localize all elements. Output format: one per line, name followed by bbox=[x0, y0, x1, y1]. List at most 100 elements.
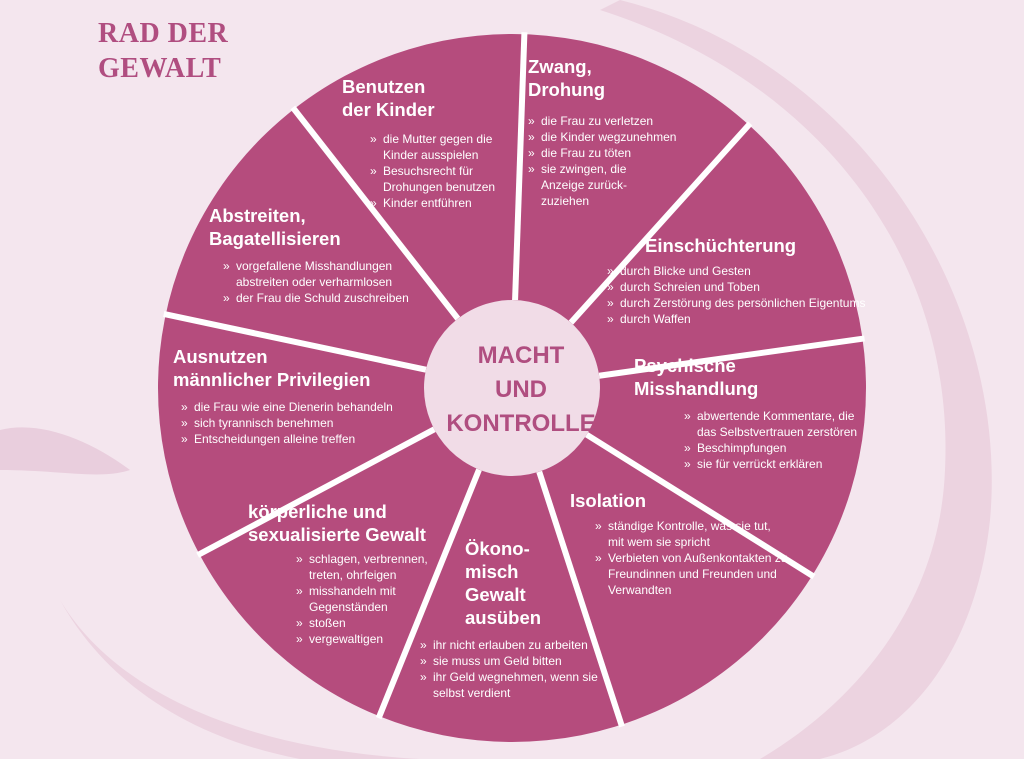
segment-divider bbox=[196, 426, 436, 558]
item-line: sie muss um Geld bitten bbox=[433, 654, 562, 668]
list-item: die Frau wie eine Dienerin behandeln bbox=[181, 399, 393, 415]
center-line: UND bbox=[495, 376, 547, 403]
segment-heading: Ausnutzen männlicher Privilegien bbox=[173, 345, 393, 391]
segment-heading: Psychische Misshandlung bbox=[634, 354, 857, 400]
item-line: Freundinnen und Freunden und bbox=[608, 567, 777, 581]
segment-list: durch Blicke und Gesten durch Schreien u… bbox=[607, 263, 865, 327]
segment-oekonomische-gewalt: Ökono- misch Gewalt ausüben ihr nicht er… bbox=[420, 537, 598, 701]
segment-list: schlagen, verbrennen, treten, ohrfeigen … bbox=[296, 551, 428, 647]
item-line: zuziehen bbox=[541, 194, 590, 208]
item-line: misshandeln mit bbox=[309, 584, 396, 598]
segment-divider bbox=[512, 32, 528, 301]
segment-divider bbox=[536, 470, 625, 728]
item-line: sich tyrannisch benehmen bbox=[194, 416, 334, 430]
segment-list: ihr nicht erlauben zu arbeiten sie muss … bbox=[420, 637, 598, 701]
segment-heading: Einschüchterung bbox=[607, 234, 865, 257]
heading-line: Abstreiten, bbox=[209, 205, 306, 226]
item-line: stoßen bbox=[309, 616, 346, 630]
heading-line: Isolation bbox=[570, 490, 647, 511]
segment-divider bbox=[375, 468, 482, 720]
item-line: sie zwingen, die bbox=[541, 162, 627, 176]
segment-divider bbox=[290, 105, 461, 321]
heading-line: Bagatellisieren bbox=[209, 228, 341, 249]
list-item: die Kinder wegzunehmen bbox=[528, 129, 676, 145]
segment-heading: Zwang, Drohung bbox=[528, 55, 676, 101]
center-label: MACHT UND KONTROLLE bbox=[436, 305, 606, 475]
list-item: sie muss um Geld bitten bbox=[420, 653, 598, 669]
segment-benutzen-der-kinder: Benutzen der Kinder die Mutter gegen die… bbox=[342, 75, 495, 211]
segment-maennliche-privilegien: Ausnutzen männlicher Privilegien die Fra… bbox=[173, 345, 393, 447]
center-hub bbox=[424, 300, 600, 476]
list-item: misshandeln mit Gegenständen bbox=[296, 583, 428, 615]
item-line: Verwandten bbox=[608, 583, 672, 597]
list-item: durch Waffen bbox=[607, 311, 865, 327]
item-line: die Frau zu töten bbox=[541, 146, 632, 160]
segment-divider bbox=[163, 311, 427, 373]
heading-line: männlicher Privilegien bbox=[173, 369, 371, 390]
item-line: Kinder ausspielen bbox=[383, 148, 479, 162]
segment-heading: Abstreiten, Bagatellisieren bbox=[209, 204, 409, 250]
list-item: die Frau zu töten bbox=[528, 145, 676, 161]
segment-zwang-drohung: Zwang, Drohung die Frau zu verletzen die… bbox=[528, 55, 676, 209]
list-item: durch Zerstörung des persönlichen Eigent… bbox=[607, 295, 865, 311]
center-line: MACHT bbox=[477, 342, 565, 369]
item-line: Besuchsrecht für bbox=[383, 164, 474, 178]
list-item: stoßen bbox=[296, 615, 428, 631]
heading-line: misch bbox=[465, 561, 519, 582]
item-line: Anzeige zurück- bbox=[541, 178, 628, 192]
item-line: vergewaltigen bbox=[309, 632, 384, 646]
list-item: sich tyrannisch benehmen bbox=[181, 415, 393, 431]
list-item: Kinder entführen bbox=[370, 195, 495, 211]
segment-divider bbox=[568, 121, 753, 325]
diagram-title: RAD DER GEWALT bbox=[98, 16, 228, 86]
item-line: abstreiten oder verharmlosen bbox=[236, 275, 393, 289]
heading-line: Gewalt bbox=[465, 584, 526, 605]
item-line: durch Zerstörung des persönlichen Eigent… bbox=[620, 296, 866, 310]
item-line: ständige Kontrolle, was sie tut, bbox=[608, 519, 771, 533]
heading-line: Ausnutzen bbox=[173, 346, 268, 367]
list-item: Beschimpfungen bbox=[684, 440, 857, 456]
heading-line: Psychische bbox=[634, 355, 736, 376]
item-line: Entscheidungen alleine treffen bbox=[194, 432, 356, 446]
list-item: Verbieten von Außenkontakten zu Freundin… bbox=[595, 550, 787, 598]
segment-heading: Benutzen der Kinder bbox=[342, 75, 495, 121]
list-item: die Mutter gegen die Kinder ausspielen bbox=[370, 131, 495, 163]
item-line: der Frau die Schuld zuschreiben bbox=[236, 291, 409, 305]
item-line: Verbieten von Außenkontakten zu bbox=[608, 551, 788, 565]
segment-isolation: Isolation ständige Kontrolle, was sie tu… bbox=[570, 489, 787, 598]
item-line: die Frau zu verletzen bbox=[541, 114, 654, 128]
item-line: durch Waffen bbox=[620, 312, 691, 326]
heading-line: Ökono- bbox=[465, 538, 530, 559]
segment-list: abwertende Kommentare, die das Selbstver… bbox=[684, 408, 857, 472]
segment-list: die Frau wie eine Dienerin behandeln sic… bbox=[181, 399, 393, 447]
list-item: sie für verrückt erklären bbox=[684, 456, 857, 472]
list-item: sie zwingen, die Anzeige zurück- zuziehe… bbox=[528, 161, 676, 209]
segment-koerperliche-gewalt: körperliche und sexualisierte Gewalt sch… bbox=[248, 500, 428, 647]
segment-einschuechterung: Einschüchterung durch Blicke und Gesten … bbox=[607, 234, 865, 327]
item-line: Kinder entführen bbox=[383, 196, 472, 210]
item-line: die Frau wie eine Dienerin behandeln bbox=[194, 400, 393, 414]
heading-line: sexualisierte Gewalt bbox=[248, 524, 426, 545]
heading-line: körperliche und bbox=[248, 501, 387, 522]
item-line: die Kinder wegzunehmen bbox=[541, 130, 677, 144]
list-item: vergewaltigen bbox=[296, 631, 428, 647]
segment-abstreiten: Abstreiten, Bagatellisieren vorgefallene… bbox=[209, 204, 409, 306]
segment-divider bbox=[598, 335, 865, 379]
item-line: selbst verdient bbox=[433, 686, 511, 700]
segment-list: ständige Kontrolle, was sie tut, mit wem… bbox=[595, 518, 787, 598]
heading-line: ausüben bbox=[465, 607, 542, 628]
list-item: ständige Kontrolle, was sie tut, mit wem… bbox=[595, 518, 787, 550]
item-line: ihr nicht erlauben zu arbeiten bbox=[433, 638, 588, 652]
list-item: ihr Geld wegnehmen, wenn sie selbst verd… bbox=[420, 669, 598, 701]
item-line: das Selbstvertrauen zerstören bbox=[697, 425, 858, 439]
item-line: vorgefallene Misshandlungen bbox=[236, 259, 393, 273]
item-line: Gegenständen bbox=[309, 600, 388, 614]
item-line: Beschimpfungen bbox=[697, 441, 787, 455]
center-line: KONTROLLE bbox=[446, 410, 596, 437]
item-line: schlagen, verbrennen, bbox=[309, 552, 428, 566]
segment-heading: Isolation bbox=[570, 489, 787, 512]
item-line: abwertende Kommentare, die bbox=[697, 409, 855, 423]
item-line: treten, ohrfeigen bbox=[309, 568, 397, 582]
list-item: ihr nicht erlauben zu arbeiten bbox=[420, 637, 598, 653]
